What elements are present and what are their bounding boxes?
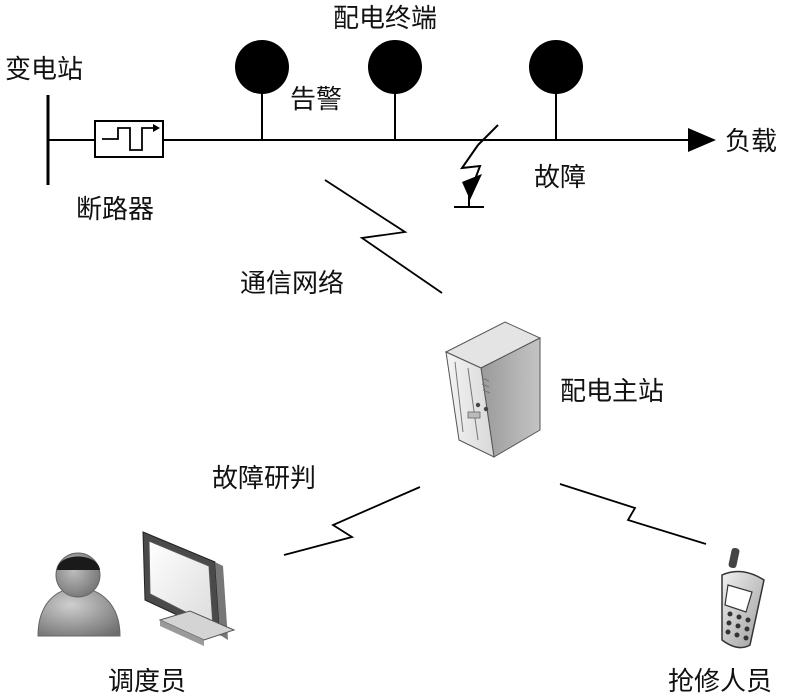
terminal-dot-icon	[529, 40, 583, 94]
monitor-icon	[142, 531, 236, 646]
mobile-phone-icon	[721, 547, 765, 649]
repair-link-zigzag-icon	[559, 483, 707, 545]
breaker-icon	[94, 120, 164, 158]
terminal-node	[235, 40, 289, 140]
substation-label: 变电站	[5, 55, 83, 85]
comm-network-zigzag-icon	[324, 179, 443, 294]
fault-lightning-icon	[454, 124, 499, 208]
dispatcher-person-icon	[37, 552, 121, 637]
feeder-arrow-icon	[688, 128, 716, 152]
master-station-label: 配电主站	[560, 377, 664, 407]
load-label: 负载	[725, 127, 777, 157]
master-station-server-icon	[444, 321, 542, 458]
terminal-dot-icon	[368, 40, 422, 94]
repair-staff-label: 抢修人员	[668, 667, 772, 697]
alarm-label: 告警	[290, 85, 342, 115]
terminal-label: 配电终端	[333, 4, 437, 34]
terminal-node	[368, 40, 422, 140]
fault-analysis-zigzag-icon	[283, 486, 421, 556]
dispatcher-label: 调度员	[108, 667, 186, 697]
terminal-dot-icon	[235, 40, 289, 94]
terminal-node	[529, 40, 583, 140]
fault-analysis-label: 故障研判	[212, 464, 316, 494]
comm-network-label: 通信网络	[240, 269, 344, 299]
breaker-label: 断路器	[76, 195, 154, 225]
fault-label: 故障	[534, 163, 586, 193]
